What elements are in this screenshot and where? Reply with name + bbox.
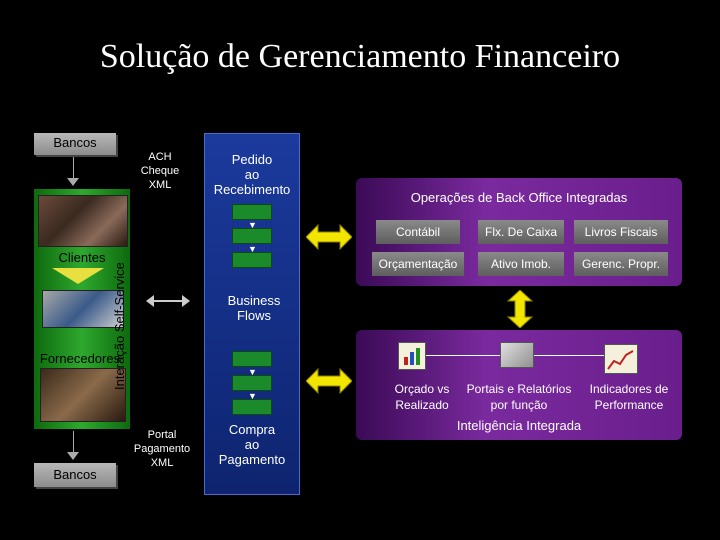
intelligence-title: Inteligência Integrada [456, 418, 582, 433]
crowd-photo [38, 195, 128, 247]
business-flows-label: Business Flows [214, 293, 294, 323]
module-cell: Ativo Imob. [478, 252, 564, 276]
suppliers-photo [40, 368, 126, 422]
intel-line: Indicadores de [589, 382, 669, 396]
business-flows-column [204, 133, 300, 495]
order-to-cash-label: Pedido ao Recebimento [204, 152, 300, 197]
clients-label: Clientes [58, 250, 106, 265]
module-cell: Orçamentação [372, 252, 464, 276]
portals-reports-label: Portais e Relatórios por função [455, 381, 583, 413]
arrow-down-icon: ▼ [248, 367, 257, 377]
bf-line: ao [244, 167, 260, 182]
module-cell: Livros Fiscais [574, 220, 668, 244]
bf-line: Business [227, 293, 281, 308]
intel-line: Performance [594, 398, 664, 412]
flow-step [232, 351, 272, 367]
banks-bottom-box: Bancos [34, 463, 116, 487]
portal-label: Portal Pagamento XML [124, 428, 200, 470]
chart-icon [604, 344, 638, 374]
bf-line: Recebimento [213, 182, 291, 197]
bf-line: Compra [228, 422, 276, 437]
intel-line: Realizado [395, 398, 449, 412]
intel-line: por função [490, 398, 548, 412]
yellow-double-arrow-icon [306, 367, 352, 395]
ach-line: XML [148, 179, 172, 191]
flow-step [232, 228, 272, 244]
bf-line: Pagamento [218, 452, 286, 467]
flow-step [232, 252, 272, 268]
flow-step [232, 399, 272, 415]
portal-line: XML [150, 457, 174, 469]
intel-line: Portais e Relatórios [466, 382, 572, 396]
report-icon [398, 342, 426, 370]
arrow-down-icon: ▼ [248, 244, 257, 254]
bf-line: Pedido [231, 152, 273, 167]
keyboard-photo [42, 290, 124, 328]
arrow-down-icon: ▼ [248, 391, 257, 401]
yellow-double-arrow-icon [306, 223, 352, 251]
portal-icon [500, 342, 534, 368]
module-cell: Gerenc. Propr. [574, 252, 668, 276]
ach-line: ACH [148, 151, 172, 163]
flow-step [232, 375, 272, 391]
ach-line: Cheque [140, 165, 180, 177]
kpi-label: Indicadores de Performance [580, 381, 678, 413]
procure-to-pay-label: Compra ao Pagamento [204, 422, 300, 467]
arrow-down-icon [67, 178, 79, 186]
connector-line [73, 157, 74, 181]
funnel-icon [52, 268, 104, 284]
portal-line: Portal [147, 429, 177, 441]
connector-line [73, 431, 74, 455]
arrow-down-icon [67, 452, 79, 460]
banks-top-box: Bancos [34, 133, 116, 155]
suppliers-label: Fornecedores [39, 351, 121, 366]
flow-step [232, 204, 272, 220]
bf-line: ao [244, 437, 260, 452]
page-title: Solução de Gerenciamento Financeiro [99, 38, 621, 75]
yellow-vertical-arrow-icon [506, 290, 534, 328]
module-cell: Flx. De Caixa [478, 220, 564, 244]
bf-line: Flows [237, 308, 271, 323]
module-cell: Contábil [376, 220, 460, 244]
double-arrow-icon [146, 295, 190, 307]
self-service-label: Interação Self-Service [112, 262, 127, 390]
back-office-title: Operações de Back Office Integradas [410, 190, 628, 205]
arrow-down-icon: ▼ [248, 220, 257, 230]
budget-vs-actual-label: Orçado vs Realizado [384, 381, 460, 413]
ach-label: ACH Cheque XML [128, 150, 192, 192]
intel-line: Orçado vs [394, 382, 450, 396]
portal-line: Pagamento [133, 443, 191, 455]
